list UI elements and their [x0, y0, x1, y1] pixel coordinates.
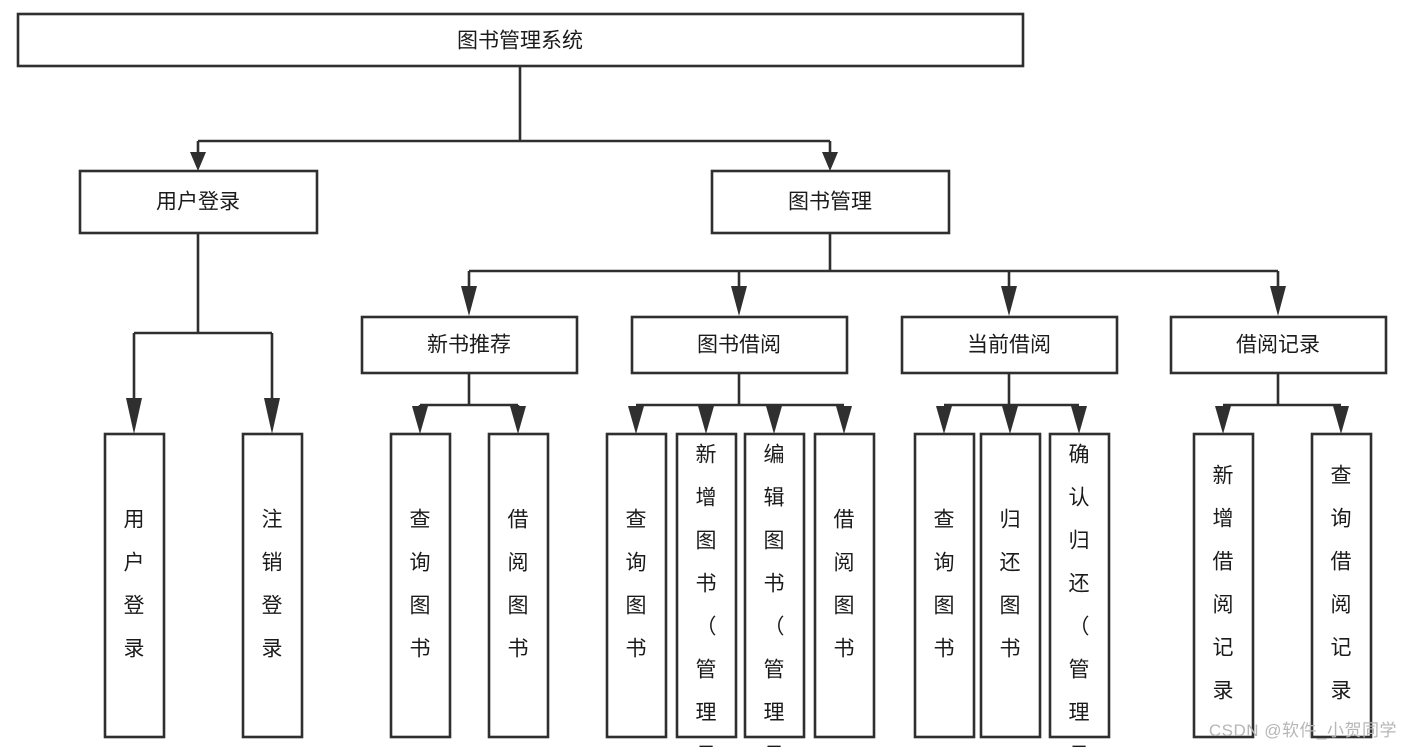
- leaf-current-confirm-box: [1048, 432, 1111, 739]
- connector-group-user-login-children: [126, 233, 280, 434]
- arrowhead-book-manage-to-borrow: [731, 286, 747, 316]
- node-new-book-recommend-label: 新书推荐: [427, 334, 511, 357]
- leaf-node[interactable]: 查询图书: [605, 432, 668, 739]
- arrowhead-user-login-to-leaf0: [126, 398, 142, 434]
- leaf-borrow-lend-label: 借阅图书: [834, 509, 855, 661]
- leaf-record-add-label: 新增借阅记录: [1213, 465, 1234, 703]
- leaf-node[interactable]: 确认归还（管理员）: [1048, 432, 1111, 747]
- leaf-current-query-box: [913, 432, 976, 739]
- node-book-borrow[interactable]: 图书借阅: [630, 315, 849, 375]
- arrowhead-book-borrow-to-leaf0: [628, 406, 644, 434]
- leaf-logout-label: 注销登录: [262, 509, 283, 661]
- arrowhead-book-borrow-to-leaf1: [698, 406, 714, 434]
- arrowhead-user-login-to-leaf1: [264, 398, 280, 434]
- leaf-node[interactable]: 查询图书: [389, 432, 452, 739]
- leaf-node[interactable]: 新增借阅记录: [1192, 432, 1255, 739]
- arrowhead-current-borrow-to-leaf0: [936, 406, 952, 434]
- leaf-node[interactable]: 查询图书: [913, 432, 976, 739]
- arrowhead-root-to-user-login: [190, 152, 206, 171]
- arrowhead-book-manage-to-record: [1270, 286, 1286, 316]
- leaf-new-book-query-box: [389, 432, 452, 739]
- leaf-user-login-box: [103, 432, 166, 739]
- node-root-system-box: [16, 12, 1025, 68]
- node-user-login[interactable]: 用户登录: [78, 169, 319, 235]
- node-borrow-record-label: 借阅记录: [1236, 334, 1320, 357]
- leaf-current-query-label: 查询图书: [934, 509, 955, 661]
- leaf-borrow-query-label: 查询图书: [626, 509, 647, 661]
- leaf-current-return-label: 归还图书: [1000, 509, 1021, 661]
- leaf-node[interactable]: 用户登录: [103, 432, 166, 739]
- leaf-current-return-box: [979, 432, 1042, 739]
- connector-group-borrow-record-children: [1215, 373, 1349, 434]
- connector-group-book-manage-to-level3: [461, 233, 1286, 316]
- node-current-borrow-label: 当前借阅: [967, 334, 1051, 357]
- arrowhead-book-manage-to-new-book: [461, 286, 477, 316]
- leaf-node[interactable]: 归还图书: [979, 432, 1042, 739]
- node-root-system[interactable]: 图书管理系统: [16, 12, 1025, 68]
- node-current-borrow[interactable]: 当前借阅: [900, 315, 1119, 375]
- arrowhead-book-borrow-to-leaf2: [766, 406, 782, 434]
- arrowhead-new-book-to-leaf0: [412, 406, 428, 434]
- leaf-node[interactable]: 借阅图书: [487, 432, 550, 739]
- arrowhead-current-borrow-to-leaf2: [1071, 406, 1087, 434]
- leaf-node[interactable]: 注销登录: [241, 432, 304, 739]
- arrowhead-new-book-to-leaf1: [510, 406, 526, 434]
- leaf-new-book-query-label: 查询图书: [410, 509, 431, 661]
- leaf-node[interactable]: 编辑图书（管理员）: [743, 432, 806, 747]
- leaf-logout-box: [241, 432, 304, 739]
- node-new-book-recommend[interactable]: 新书推荐: [360, 315, 579, 375]
- connector-group-new-book-children: [412, 373, 526, 434]
- leaf-user-login-label: 用户登录: [124, 509, 145, 661]
- node-user-login-box: [78, 169, 319, 235]
- node-book-borrow-box: [630, 315, 849, 375]
- arrowhead-borrow-record-to-leaf0: [1215, 406, 1231, 434]
- leaf-node[interactable]: 查询借阅记录: [1310, 432, 1373, 739]
- node-book-manage[interactable]: 图书管理: [710, 169, 951, 235]
- node-current-borrow-box: [900, 315, 1119, 375]
- connector-group-root-to-level2: [190, 66, 838, 171]
- arrowhead-borrow-record-to-leaf1: [1333, 406, 1349, 434]
- node-user-login-label: 用户登录: [156, 191, 240, 214]
- node-new-book-recommend-box: [360, 315, 579, 375]
- node-book-manage-label: 图书管理: [788, 191, 872, 214]
- leaf-new-book-borrow-label: 借阅图书: [508, 509, 529, 661]
- node-book-borrow-label: 图书借阅: [697, 334, 781, 357]
- node-borrow-record[interactable]: 借阅记录: [1169, 315, 1388, 375]
- node-borrow-record-box: [1169, 315, 1388, 375]
- leaf-borrow-edit-label: 编辑图书（管理员）: [764, 444, 785, 747]
- connector-group-current-borrow-children: [936, 373, 1087, 434]
- leaf-borrow-add-box: [675, 432, 738, 739]
- leaf-current-confirm-label: 确认归还（管理员）: [1069, 444, 1090, 747]
- leaf-new-book-borrow-box: [487, 432, 550, 739]
- leaf-borrow-query-box: [605, 432, 668, 739]
- leaf-record-add-box: [1192, 432, 1255, 739]
- leaf-record-query-label: 查询借阅记录: [1331, 465, 1352, 703]
- leaf-record-query-box: [1310, 432, 1373, 739]
- leaf-borrow-lend-box: [813, 432, 876, 739]
- leaf-node[interactable]: 新增图书（管理员）: [675, 432, 738, 747]
- arrowhead-root-to-book-manage: [822, 152, 838, 171]
- arrowhead-current-borrow-to-leaf1: [1002, 406, 1018, 434]
- connector-group-book-borrow-children: [628, 373, 852, 434]
- node-book-manage-box: [710, 169, 951, 235]
- leaf-node[interactable]: 借阅图书: [813, 432, 876, 739]
- arrowhead-book-borrow-to-leaf3: [836, 406, 852, 434]
- leaf-borrow-edit-box: [743, 432, 806, 739]
- node-root-system-label: 图书管理系统: [457, 30, 583, 53]
- arrowhead-book-manage-to-current: [1001, 286, 1017, 316]
- leaf-borrow-add-label: 新增图书（管理员）: [696, 444, 717, 747]
